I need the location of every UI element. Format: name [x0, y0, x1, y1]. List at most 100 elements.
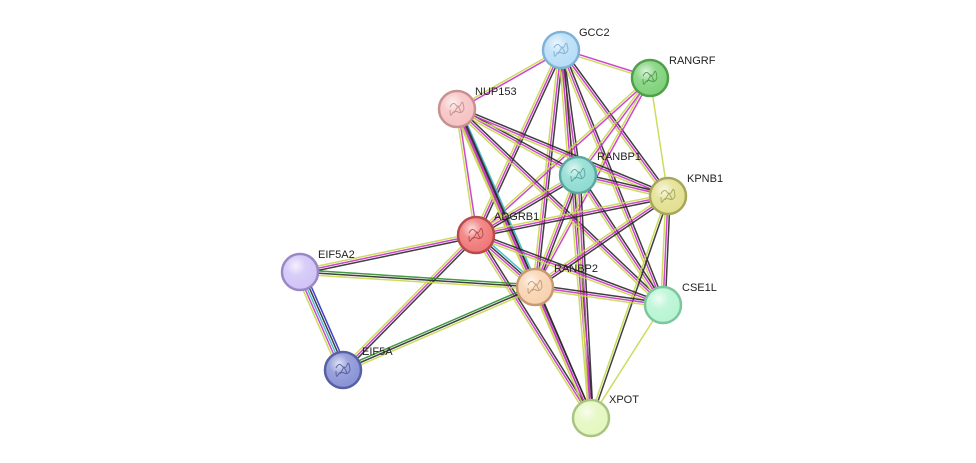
edge-strand-textmining [532, 287, 590, 420]
node-highlight [561, 158, 595, 192]
node-label-rangrf: RANGRF [669, 55, 716, 67]
node-label-kpnb1: KPNB1 [687, 173, 723, 185]
edge-eif5a2-ranbp2[interactable] [299, 269, 536, 290]
edge-strand-experiments [577, 174, 664, 306]
node-highlight [326, 353, 360, 387]
edge-nup153-adgrb1[interactable] [455, 108, 478, 236]
node-label-nup153: NUP153 [475, 86, 517, 98]
edge-strand-coexpression [299, 271, 536, 288]
node-highlight [518, 270, 552, 304]
node-label-cse1l: CSE1L [682, 282, 717, 294]
edge-adgrb1-eif5a2[interactable] [299, 232, 477, 275]
edge-strand-textmining [590, 304, 664, 419]
edge-adgrb1-eif5a[interactable] [340, 232, 479, 373]
edge-nup153-cse1l[interactable] [454, 106, 666, 308]
node-ranbp2[interactable]: RANBP2 [515, 263, 598, 307]
edge-strand-experiments [475, 234, 664, 306]
edge-gcc2-nup153[interactable] [456, 48, 562, 111]
node-highlight [544, 33, 578, 67]
edge-nup153-kpnb1[interactable] [455, 106, 670, 199]
protein-structure-icon [527, 279, 543, 294]
edge-strand-coexpression [535, 197, 670, 290]
edge-rangrf-kpnb1[interactable] [649, 77, 669, 197]
node-highlight [283, 255, 317, 289]
node-highlight [459, 218, 493, 252]
edge-strand-experiments [457, 50, 562, 111]
edge-strand-coexpression [562, 49, 581, 175]
edge-strand-textmining [454, 110, 662, 308]
edge-strand-experiments [456, 108, 669, 197]
edge-strand-coexpression [476, 176, 580, 238]
edge-strand-experiments [475, 234, 592, 419]
protein-structure-icon [642, 70, 658, 85]
edge-strand-textmining [532, 49, 560, 287]
edge-strand-textmining [649, 77, 669, 197]
node-kpnb1[interactable]: KPNB1 [648, 173, 723, 216]
edge-strand-experiments [476, 78, 652, 237]
protein-structure-icon [468, 227, 484, 242]
node-rangrf[interactable]: RANGRF [630, 55, 716, 98]
edge-strand-experiments [475, 174, 579, 236]
edge-kpnb1-adgrb1[interactable] [475, 193, 669, 238]
node-label-ranbp2: RANBP2 [554, 263, 598, 275]
edge-ranbp1-adgrb1[interactable] [474, 172, 580, 238]
edge-strand-coexpression [476, 232, 665, 304]
node-highlight [646, 288, 680, 322]
node-cse1l[interactable]: CSE1L [643, 282, 717, 325]
edge-strand-textmining [558, 50, 590, 419]
node-highlight [574, 401, 608, 435]
edge-adgrb1-cse1l[interactable] [474, 232, 665, 308]
edge-strand-coexpression [591, 196, 670, 419]
edge-strand-textmining [455, 110, 668, 199]
node-eif5a[interactable]: EIF5A [323, 346, 393, 390]
node-label-ranbp1: RANBP1 [597, 151, 641, 163]
node-adgrb1[interactable]: ADGRB1 [456, 211, 539, 255]
node-highlight [440, 92, 474, 126]
protein-structure-icon [660, 188, 676, 203]
edge-strand-textmining [343, 288, 537, 373]
edge-kpnb1-ranbp2[interactable] [533, 193, 670, 290]
edge-strand-experiments [342, 234, 477, 371]
edge-strand-coexpression [535, 284, 664, 304]
edge-strand-experiments [456, 108, 664, 306]
edge-strand-experiments [578, 78, 652, 177]
node-label-xpot: XPOT [609, 394, 639, 406]
edge-strand-textmining [455, 110, 578, 178]
edge-strand-experiments [457, 108, 478, 235]
edge-eif5a-ranbp2[interactable] [341, 284, 537, 373]
edge-strand-fusion [341, 284, 535, 369]
edge-strand-coexpression [536, 285, 594, 418]
edge-strand-textmining [558, 50, 667, 198]
edge-ranbp1-ranbp2[interactable] [532, 173, 581, 289]
edge-ranbp2-cse1l[interactable] [534, 284, 664, 308]
edge-strand-coexpression [342, 286, 536, 371]
protein-structure-icon [553, 42, 569, 57]
edge-strand-textmining [340, 232, 475, 369]
edge-ranbp1-cse1l[interactable] [575, 173, 666, 307]
edge-strand-experiments [534, 286, 664, 306]
node-nup153[interactable]: NUP153 [437, 86, 517, 129]
edges-layer [295, 48, 671, 420]
edge-ranbp2-xpot[interactable] [532, 285, 594, 420]
node-eif5a2[interactable]: EIF5A2 [280, 249, 355, 292]
edge-strand-textmining [475, 193, 668, 234]
edge-strand-textmining [576, 76, 650, 175]
edge-strand-textmining [533, 193, 668, 286]
edge-cse1l-xpot[interactable] [590, 304, 664, 419]
node-xpot[interactable]: XPOT [571, 394, 639, 438]
edge-kpnb1-xpot[interactable] [589, 195, 670, 419]
protein-structure-icon [570, 167, 586, 182]
edge-strand-coexpression [457, 106, 670, 195]
edge-strand-textmining [473, 235, 590, 420]
edge-strand-coexpression [536, 175, 581, 289]
edge-rangrf-ranbp1[interactable] [576, 76, 652, 177]
edge-adgrb1-xpot[interactable] [473, 233, 594, 420]
edge-strand-coexpression [476, 197, 669, 238]
node-gcc2[interactable]: GCC2 [541, 27, 610, 70]
edge-strand-textmining [299, 273, 535, 290]
edge-strand-coexpression [344, 236, 479, 373]
node-ranbp1[interactable]: RANBP1 [558, 151, 641, 195]
edge-strand-coexpression [579, 173, 666, 305]
